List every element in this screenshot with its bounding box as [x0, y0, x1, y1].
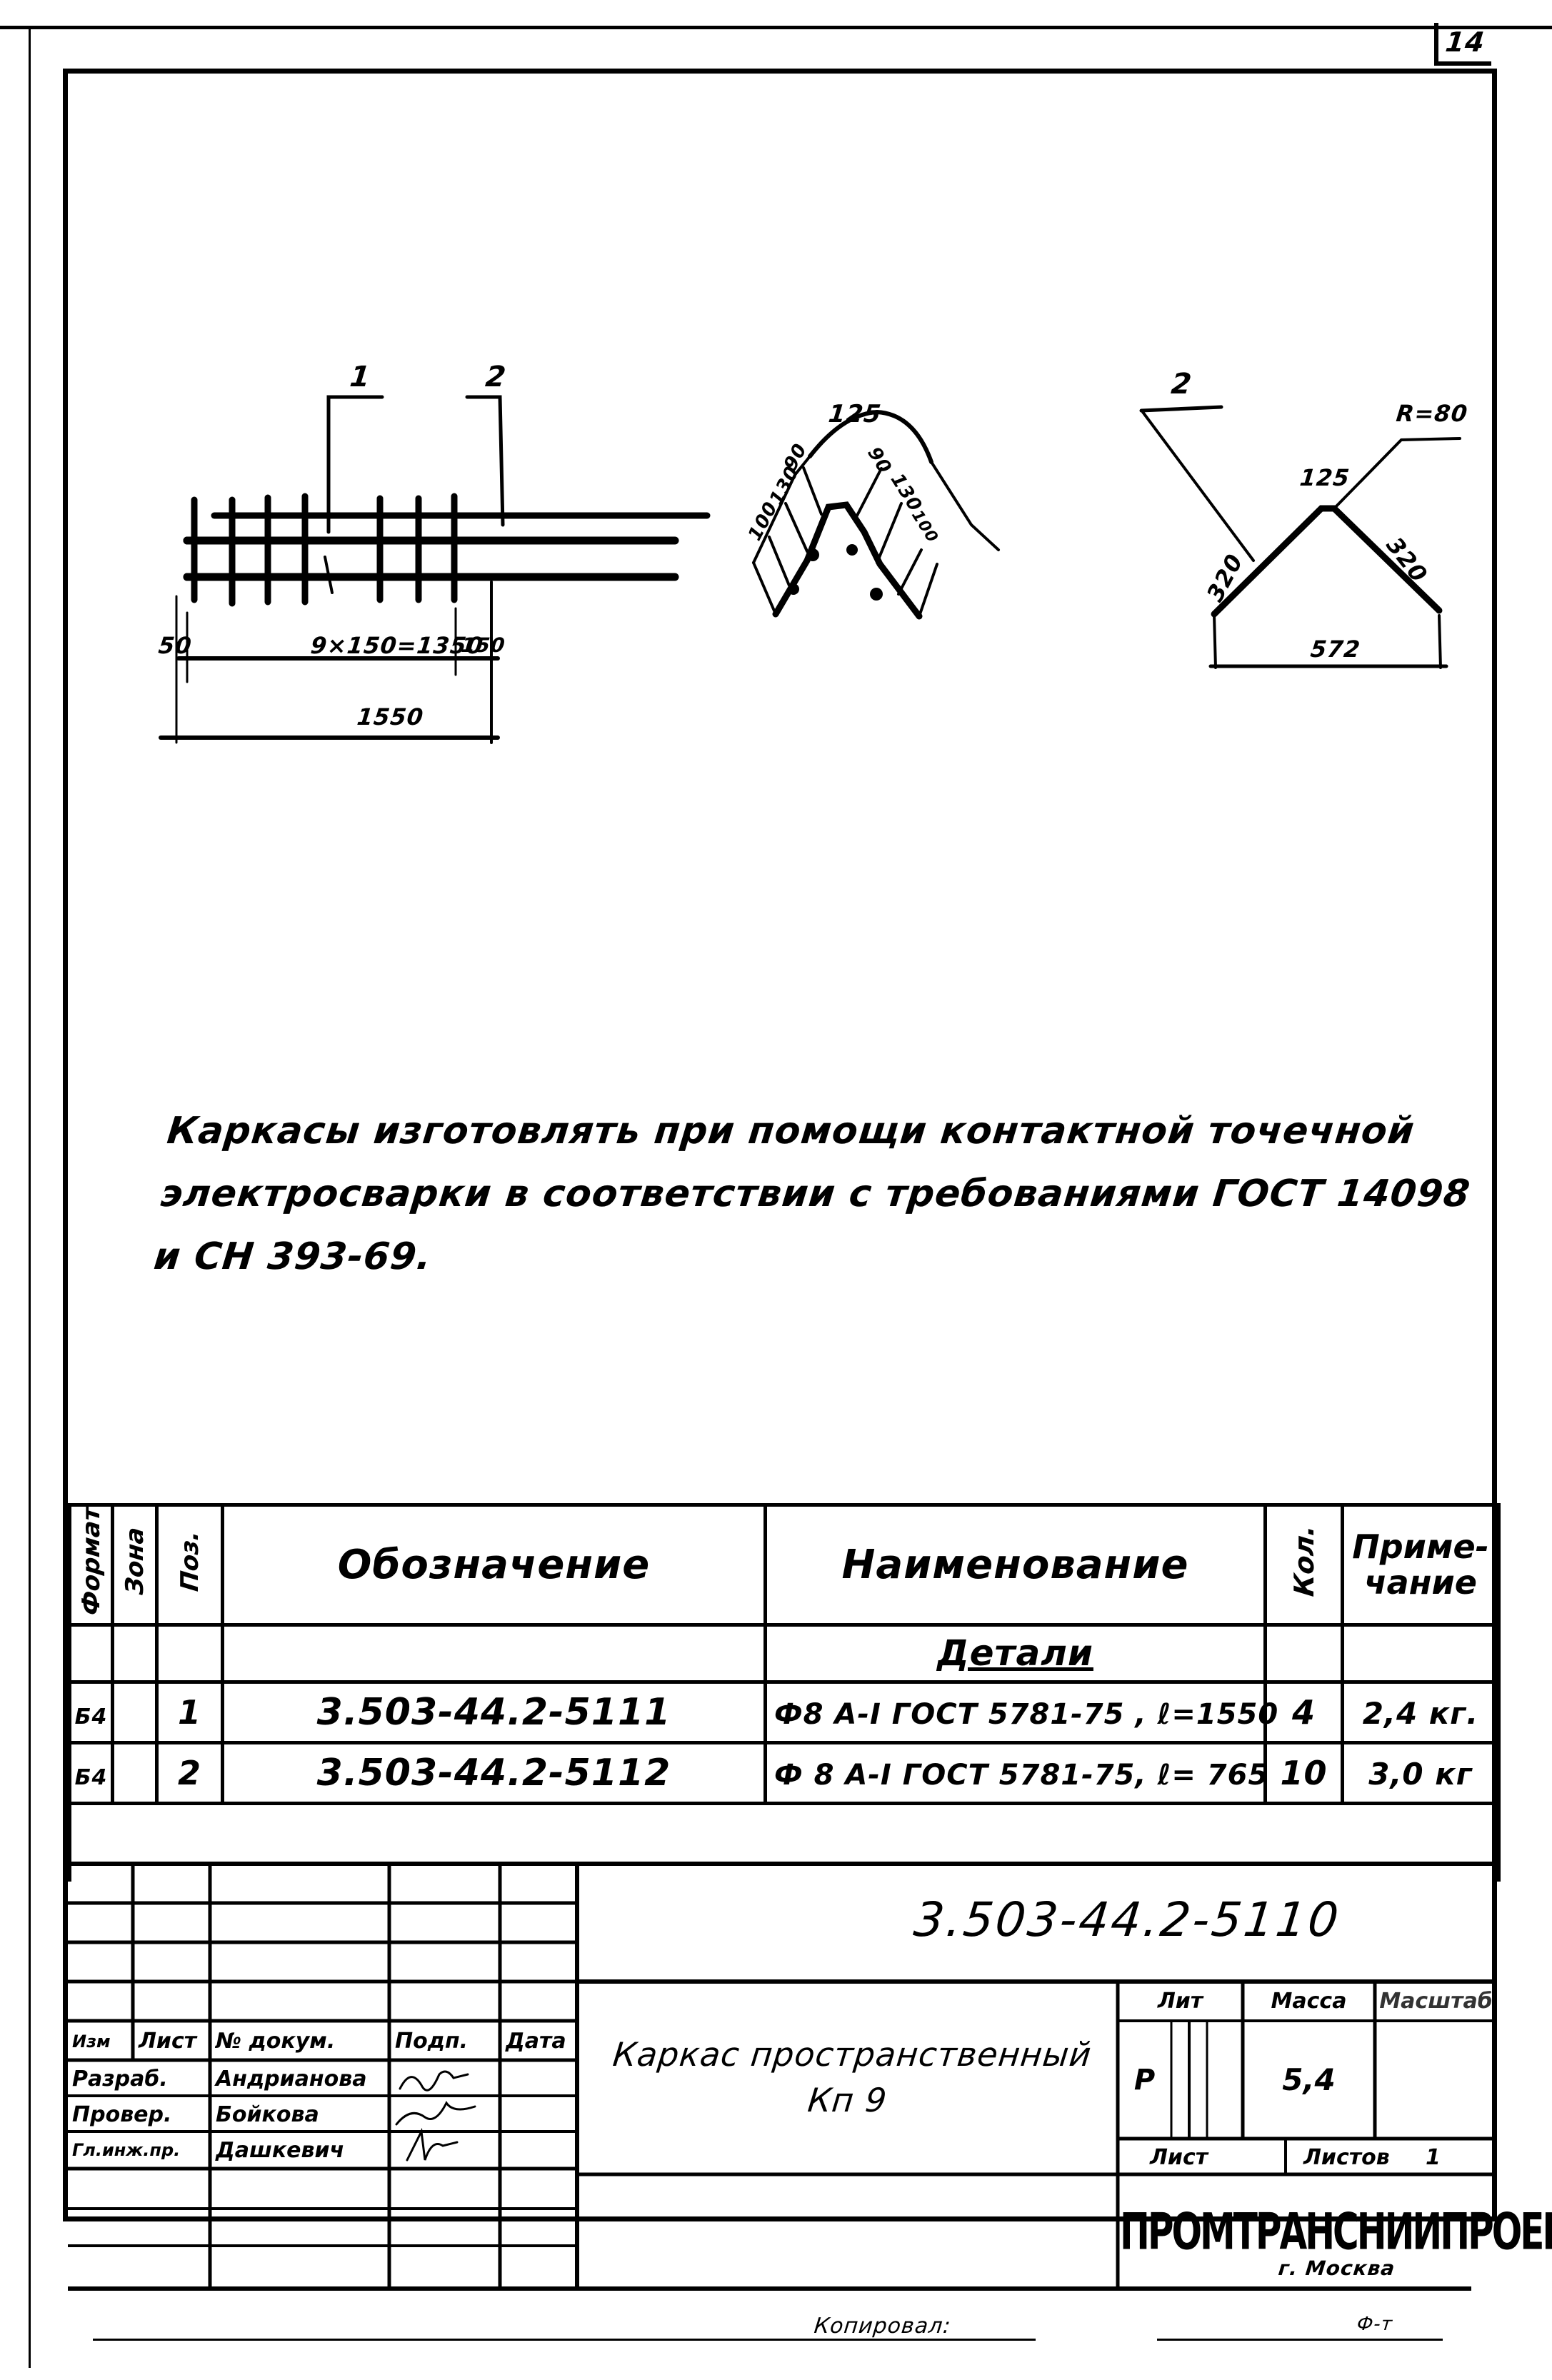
role-chief-engineer: Гл.инж.пр.: [72, 2140, 181, 2160]
role-checker: Провер.: [72, 2102, 172, 2127]
lit-value: Р: [1133, 2063, 1156, 2097]
sheets-label: Листов: [1303, 2144, 1390, 2170]
name-developer: Андрианова: [216, 2066, 367, 2092]
drawing-frame: [63, 69, 1497, 2221]
top-trim-line: [0, 26, 1552, 29]
organization-city: г. Москва: [1277, 2256, 1397, 2280]
signature-checker-icon: [395, 2101, 476, 2126]
col-izm: Изм: [72, 2031, 111, 2052]
binding-margin-line: [29, 26, 31, 2368]
signature-developer-icon: [399, 2070, 469, 2092]
lit-label: Лит: [1157, 1989, 1203, 2014]
sheet-number-box: 14: [1434, 23, 1491, 66]
header-note: Приме- чание: [1341, 1503, 1501, 1627]
document-code: 3.503-44.2-5110: [911, 1892, 1343, 1947]
spec-empty-row: [68, 1801, 1501, 1882]
scale-label: Масштаб: [1379, 1989, 1493, 2014]
spec-header-row: Формат Зона Поз. Обозначение Наименовани…: [68, 1503, 1501, 1627]
mass-label: Масса: [1271, 1989, 1347, 2014]
copied-by-label: Копировал:: [813, 2314, 953, 2339]
col-date: Дата: [506, 2029, 566, 2054]
table-row: Б4 2 3.503-44.2-5112 Ф 8 А-I ГОСТ 5781-7…: [68, 1740, 1501, 1805]
mass-value: 5,4: [1282, 2062, 1336, 2097]
name-chief-engineer: Дашкевич: [216, 2137, 345, 2163]
sheets-value: 1: [1426, 2144, 1441, 2170]
name-checker: Бойкова: [216, 2102, 319, 2127]
title-line-2: Кп 9: [806, 2081, 889, 2119]
sheet-label: Лист: [1150, 2144, 1208, 2170]
organization-name: ПРОМТРАНСНИИПРОЕКТ: [1120, 2203, 1552, 2261]
role-developer: Разраб.: [72, 2066, 168, 2092]
row-zone: [111, 1679, 159, 1744]
footer-line-left: [93, 2339, 1036, 2341]
col-doc-no: № докум.: [216, 2029, 336, 2054]
drawing-title: Каркас пространственный Кп 9: [581, 2035, 1118, 2119]
header-note-line-1: Приме-: [1352, 1527, 1489, 1567]
specification-table: Формат Зона Поз. Обозначение Наименовани…: [68, 1503, 1501, 1882]
table-row: Б4 1 3.503-44.2-5111 Ф8 А-I ГОСТ 5781-75…: [68, 1679, 1501, 1744]
format-label: Ф-т: [1356, 2314, 1394, 2335]
signature-chief-engineer-icon: [406, 2127, 459, 2161]
spec-section-row: Детали: [68, 1622, 1501, 1684]
footer-line-right: [1157, 2339, 1443, 2341]
title-line-1: Каркас пространственный: [611, 2035, 1094, 2074]
header-note-line-2: чание: [1364, 1563, 1477, 1602]
col-sign: Подп.: [395, 2029, 469, 2054]
row-zone: [111, 1740, 159, 1805]
col-list: Лист: [139, 2029, 197, 2054]
